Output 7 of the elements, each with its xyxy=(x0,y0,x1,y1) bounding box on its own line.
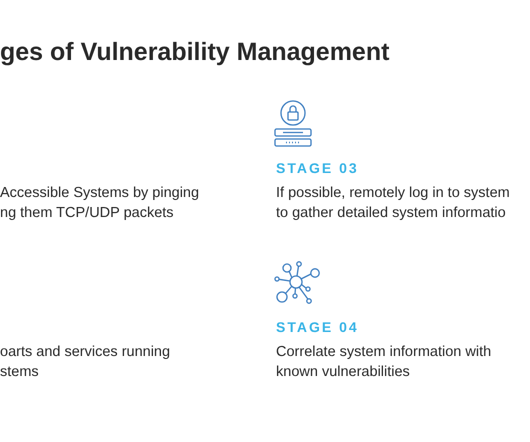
stage-description: oarts and services running stems xyxy=(0,343,170,382)
page-title: ges of Vulnerability Management xyxy=(0,38,390,67)
stage-description: Accessible Systems by pinging ng them TCP/UDP packets xyxy=(0,184,200,223)
stage-label: STAGE 04 xyxy=(276,319,359,335)
stage-description: Correlate system information with known vulnerabilities xyxy=(276,343,492,382)
stage-description: If possible, remotely log in to system to gather detailed system informatio xyxy=(276,184,510,223)
stage-label: STAGE 03 xyxy=(276,160,359,176)
